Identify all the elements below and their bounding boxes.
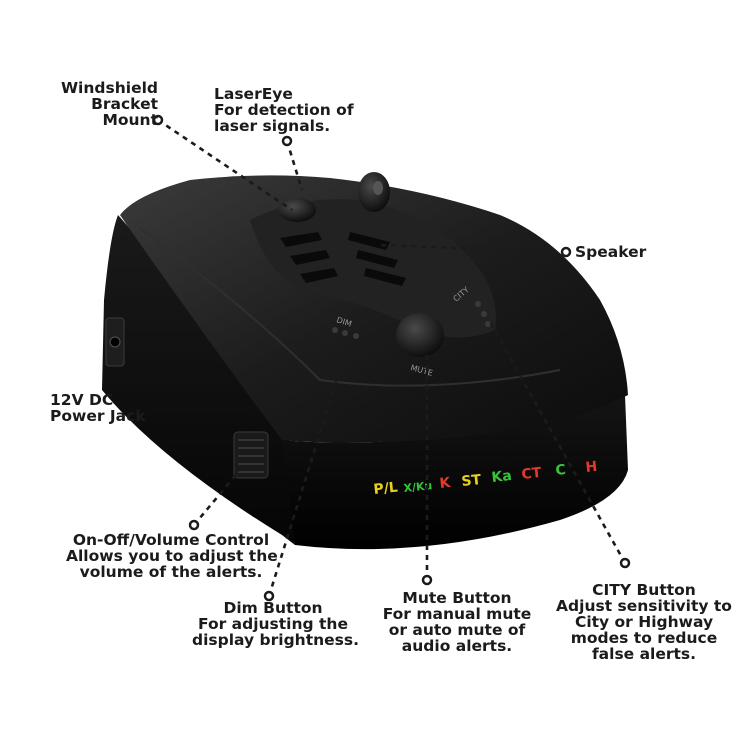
leader-windshield: [157, 118, 293, 212]
lasereye-lens: [278, 198, 316, 222]
city-button-dots[interactable]: [475, 301, 491, 327]
power-jack-callout: 12V DC Power Jack: [50, 391, 146, 425]
display-indicator-5: CT: [521, 465, 543, 483]
speaker-callout: Speaker: [575, 243, 647, 261]
volume-wheel[interactable]: [233, 431, 269, 479]
city-button-callout: CITY Button Adjust sensitivity to City o…: [556, 581, 732, 663]
display-indicator-2: K: [439, 475, 453, 492]
mute-button-shape[interactable]: [396, 313, 444, 357]
mute-button-callout: Mute Button For manual mute or auto mute…: [382, 589, 532, 655]
device-front-face: [282, 395, 628, 550]
callout-dots: [152, 114, 631, 602]
display-indicator-7: H: [585, 459, 598, 476]
display-indicator-0: P/L: [373, 480, 399, 498]
callout-leaders: [157, 118, 627, 597]
dim-button-dots[interactable]: [332, 327, 359, 339]
volume-control-callout: On-Off/Volume Control Allows you to adju…: [66, 531, 278, 581]
dim-button-callout: Dim Button For adjusting the display bri…: [192, 599, 360, 649]
display-indicator-4: Ka: [491, 468, 513, 486]
leader-lasereye: [285, 140, 304, 191]
lasereye-callout: LaserEye For detection of laser signals.: [214, 85, 354, 135]
windshield-bracket-callout: Windshield Bracket Mount: [60, 79, 158, 129]
leader-volume: [193, 469, 241, 526]
display-indicator-6: C: [555, 462, 567, 479]
speaker-slots: [280, 232, 406, 286]
display-indicator-3: ST: [461, 472, 483, 490]
display-indicator-1: X/Ku: [403, 479, 433, 495]
windshield-bracket-mount: [358, 172, 390, 212]
leader-city: [486, 317, 627, 564]
power-jack: [105, 317, 125, 367]
leader-speaker: [379, 243, 567, 254]
